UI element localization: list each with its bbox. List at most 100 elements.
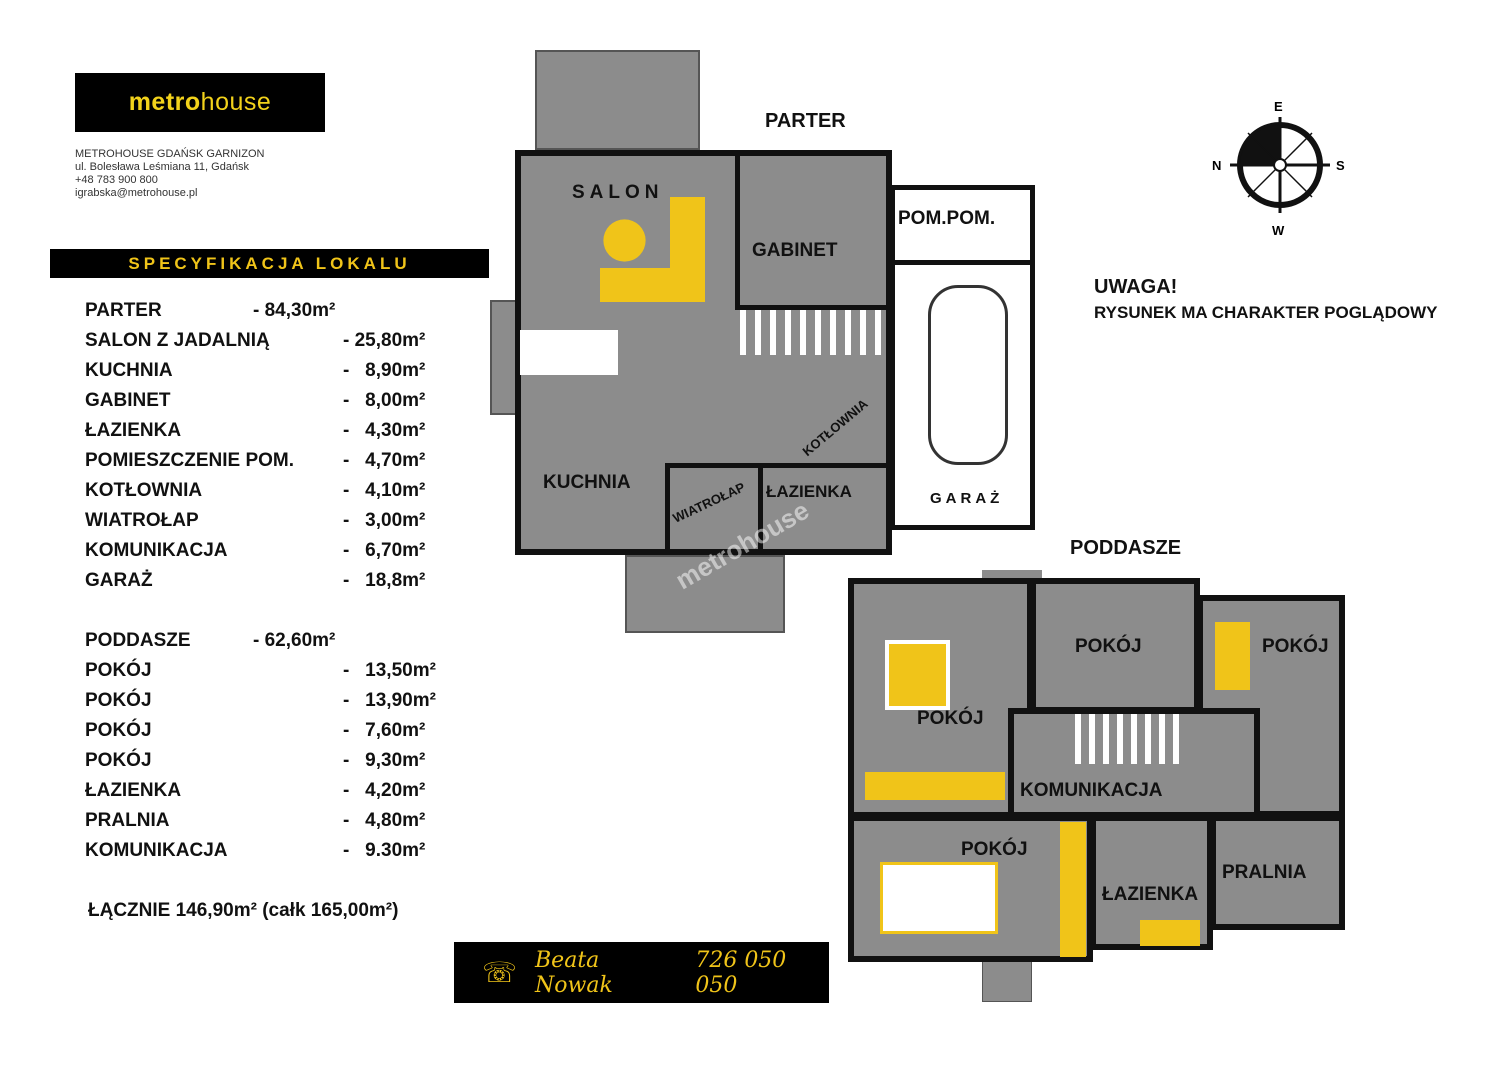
room-name: POMIESZCZENIE POM. — [85, 450, 295, 471]
garage — [890, 185, 1035, 530]
room-name: KOMUNIKACJA — [85, 840, 228, 861]
agent-contact: ☏ Beata Nowak 726 050 050 — [454, 942, 829, 1003]
phone-icon: ☏ — [482, 956, 518, 989]
room-name: POKÓJ — [85, 690, 152, 711]
compass-e: E — [1274, 99, 1283, 114]
room-area: - 4,20m² — [343, 780, 426, 801]
room-area: - 4,10m² — [343, 480, 426, 501]
gabinet-walls — [735, 150, 892, 310]
room-name: SALON Z JADALNIĄ — [85, 330, 270, 351]
sofa-icon — [600, 268, 670, 302]
room-name: KUCHNIA — [85, 360, 173, 381]
spec-section-header: PARTER - 84,30m² — [85, 300, 485, 324]
bed-icon — [880, 862, 998, 934]
disclaimer: UWAGA! RYSUNEK MA CHARAKTER POGLĄDOWY — [1094, 276, 1437, 323]
note-text: RYSUNEK MA CHARAKTER POGLĄDOWY — [1094, 303, 1438, 322]
spec-row: KUCHNIA- 8,90m² — [85, 360, 485, 384]
room-salon: SALON — [572, 182, 664, 203]
office-name: METROHOUSE GDAŃSK GARNIZON — [75, 148, 265, 160]
room-name: GABINET — [85, 390, 171, 411]
spec-title: SPECYFIKACJA LOKALU — [50, 249, 489, 278]
total-area: ŁĄCZNIE 146,90m² (całk 165,00m²) — [88, 900, 399, 921]
room-area: - 9.30m² — [343, 840, 426, 861]
room-area: - 6,70m² — [343, 540, 426, 561]
room-name: PRALNIA — [85, 810, 170, 831]
room-garaz: GARAŻ — [930, 490, 1004, 507]
room-area: - 25,80m² — [343, 330, 426, 351]
garage-wall — [894, 260, 1031, 265]
office-email: igrabska@metrohouse.pl — [75, 187, 198, 199]
room-area: - 4,30m² — [343, 420, 426, 441]
spec-row: SALON Z JADALNIĄ - 25,80m² — [85, 330, 485, 354]
wardrobe-icon — [865, 772, 1005, 800]
bathtub-icon — [1140, 920, 1200, 946]
table-icon — [603, 219, 646, 262]
wardrobe-icon — [1060, 822, 1086, 957]
dining-table-icon — [520, 330, 618, 375]
room-area: - 4,70m² — [343, 450, 426, 471]
balcony-bottom — [982, 960, 1032, 1002]
spec-section-header: PODDASZE - 62,60m² — [85, 630, 485, 654]
compass-n: N — [1212, 158, 1221, 173]
agent-name: Beata Nowak — [535, 947, 613, 998]
room-area: - 13,50m² — [343, 660, 436, 681]
spec-row: WIATROŁAP - 3,00m² — [85, 510, 485, 534]
room-komunikacja: KOMUNIKACJA — [1020, 780, 1163, 801]
compass-s: S — [1336, 158, 1345, 173]
room-name: PARTER — [85, 300, 162, 321]
room-name: POKÓJ — [85, 750, 152, 771]
lazienka-walls — [758, 463, 892, 555]
room-gabinet: GABINET — [752, 240, 838, 261]
spec-row: ŁAZIENKA - 4,30m² — [85, 420, 485, 444]
stairs — [1075, 714, 1185, 764]
room-area: - 84,30m² — [253, 300, 336, 321]
room-area: - 9,30m² — [343, 750, 426, 771]
room-area: - 3,00m² — [343, 510, 426, 531]
stairs — [740, 310, 885, 355]
spec-row: PRALNIA- 4,80m² — [85, 810, 485, 834]
room-area: - 62,60m² — [253, 630, 336, 651]
spec-row: KOMUNIKACJA - 9.30m² — [85, 840, 485, 864]
room-name: WIATROŁAP — [85, 510, 199, 531]
car-icon — [928, 285, 1008, 465]
room-name: KOMUNIKACJA — [85, 540, 228, 561]
room-name: GARAŻ — [85, 570, 153, 591]
spec-row: POKÓJ - 13,50m² — [85, 660, 485, 684]
note-title: UWAGA! — [1094, 276, 1178, 298]
room-area: - 18,8m² — [343, 570, 426, 591]
room-name: ŁAZIENKA — [85, 780, 182, 801]
spec-row: POKÓJ - 7,60m² — [85, 720, 485, 744]
room-pralnia: PRALNIA — [1222, 862, 1307, 883]
spec-row: GARAŻ - 18,8m² — [85, 570, 485, 594]
room-lazienka: ŁAZIENKA — [766, 482, 852, 501]
bed-icon — [885, 640, 950, 710]
room-name: ŁAZIENKA — [85, 420, 182, 441]
room-name: POKÓJ — [85, 720, 152, 741]
spec-row: POKÓJ- 13,90m² — [85, 690, 485, 714]
poddasze-title: PODDASZE — [1070, 537, 1182, 559]
spec-row: KOTŁOWNIA- 4,10m² — [85, 480, 485, 504]
agent-phone: 726 050 050 — [695, 947, 787, 998]
pralnia — [1210, 815, 1345, 930]
terrace-bottom — [625, 555, 785, 633]
room-area: - 8,00m² — [343, 390, 426, 411]
spec-row: KOMUNIKACJA - 6,70m² — [85, 540, 485, 564]
room-name: POKÓJ — [85, 660, 152, 681]
sofa-icon — [1215, 622, 1250, 690]
room-kuchnia: KUCHNIA — [543, 472, 631, 493]
room-lazienka-up: ŁAZIENKA — [1102, 884, 1199, 905]
spec-row: GABINET - 8,00m² — [85, 390, 485, 414]
compass-w: W — [1272, 223, 1285, 238]
room-pokoj-3: POKÓJ — [1262, 636, 1329, 657]
room-name: PODDASZE — [85, 630, 191, 651]
parter-title: PARTER — [765, 110, 846, 132]
room-pokoj-4: POKÓJ — [961, 839, 1028, 860]
spec-row: ŁAZIENKA - 4,20m² — [85, 780, 485, 804]
sofa-icon — [670, 197, 705, 302]
office-contact: METROHOUSE GDAŃSK GARNIZON ul. Bolesława… — [75, 148, 264, 200]
room-area: - 7,60m² — [343, 720, 426, 741]
office-address: ul. Bolesława Leśmiana 11, Gdańsk — [75, 161, 250, 173]
spec-row: POKÓJ - 9,30m² — [85, 750, 485, 774]
room-pokoj-1: POKÓJ — [917, 708, 984, 729]
